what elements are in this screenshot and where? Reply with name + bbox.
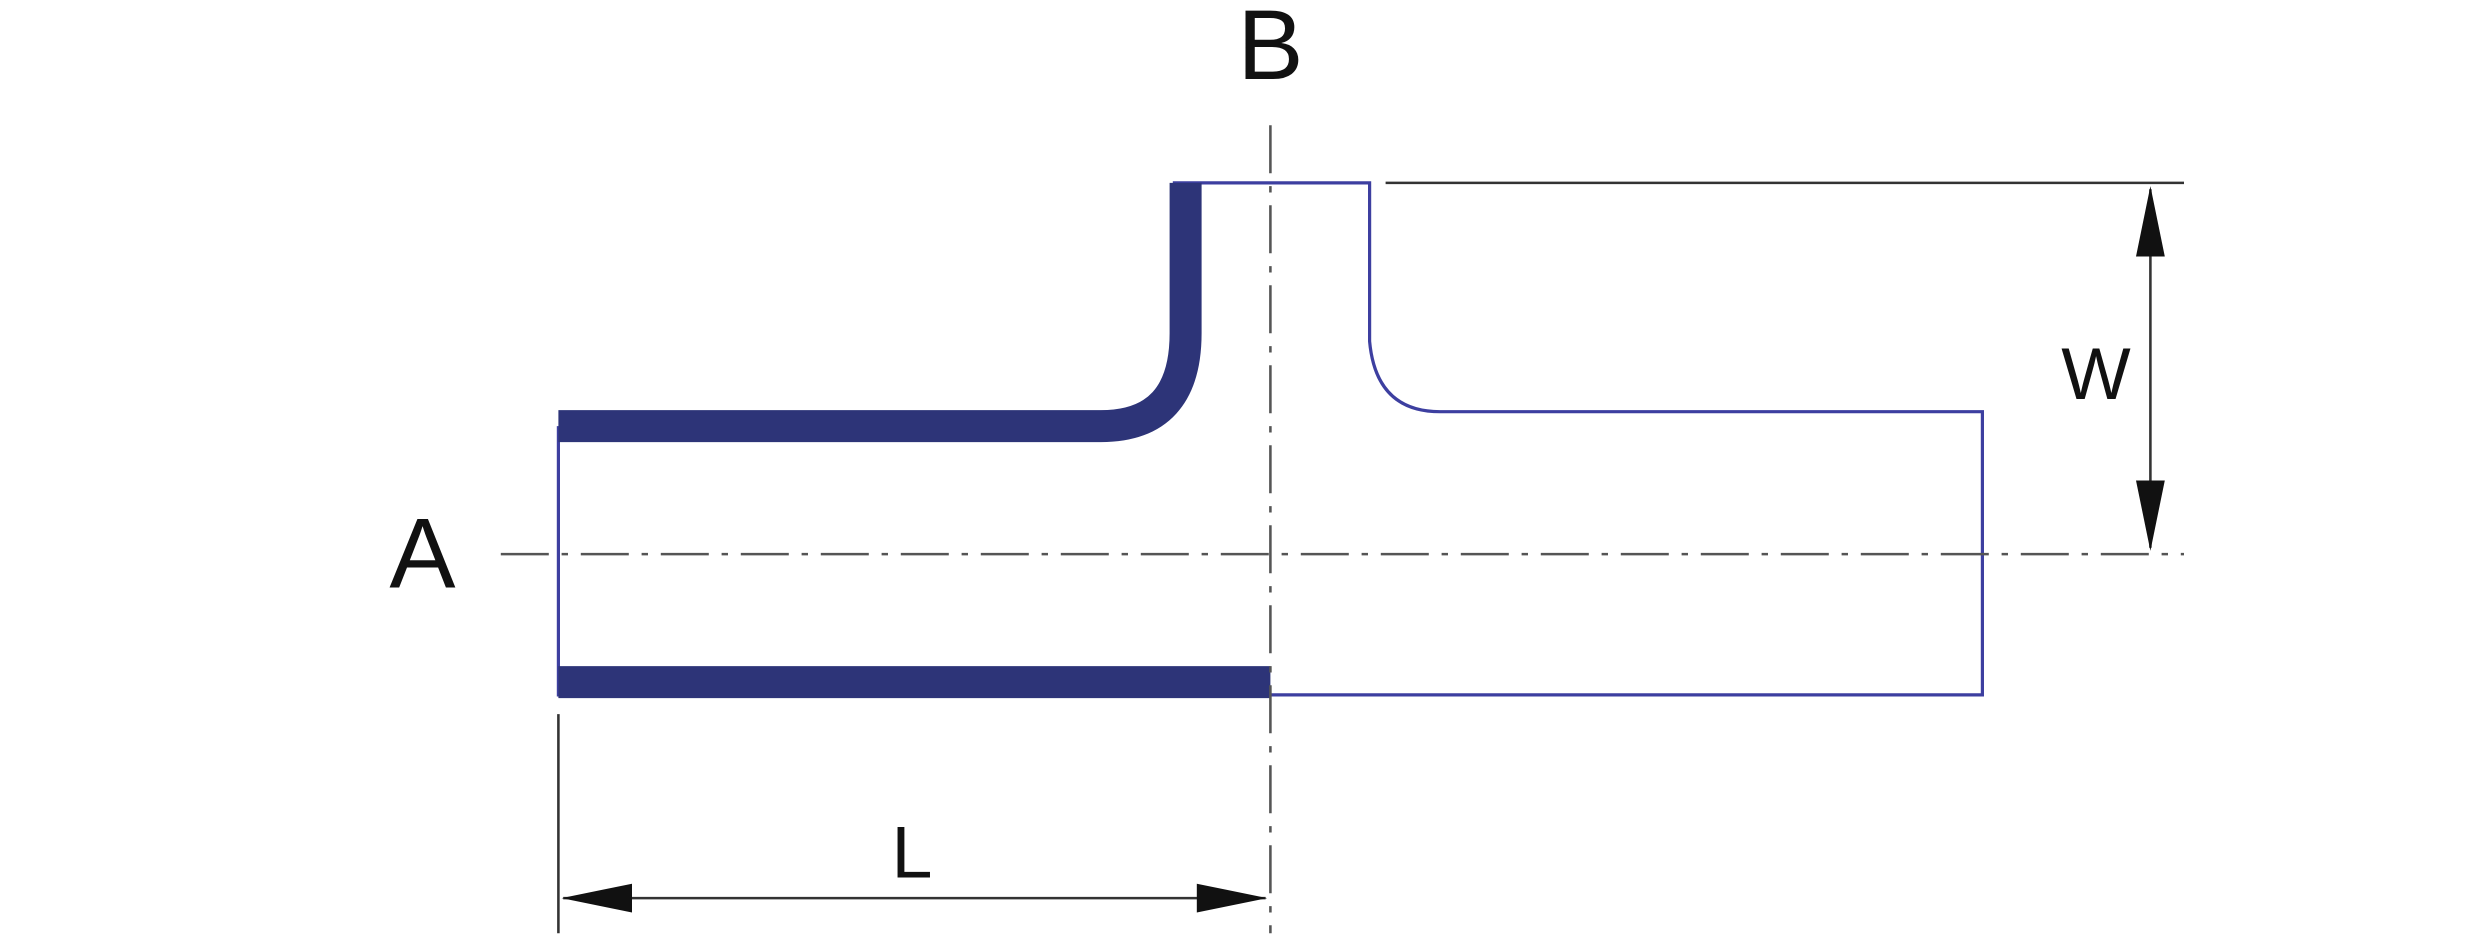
tee-section (558, 182, 1271, 699)
arrow-head-top (2136, 186, 2165, 257)
section-top-wall (558, 182, 1202, 443)
tee-outline-body (556, 181, 1984, 697)
centerlines (500, 125, 2184, 934)
label-axis-b: B (1237, 0, 1303, 101)
label-axis-a: A (389, 499, 455, 610)
arrow-head-left (561, 883, 632, 913)
arrow-head-right (1196, 883, 1268, 913)
label-dim-length: L (892, 810, 933, 893)
arrow-head-bottom (2136, 480, 2165, 551)
dimension-length (557, 714, 1268, 934)
label-dim-width: W (2061, 332, 2131, 415)
dimension-width (1385, 181, 2184, 551)
tee-outline (556, 181, 1984, 697)
